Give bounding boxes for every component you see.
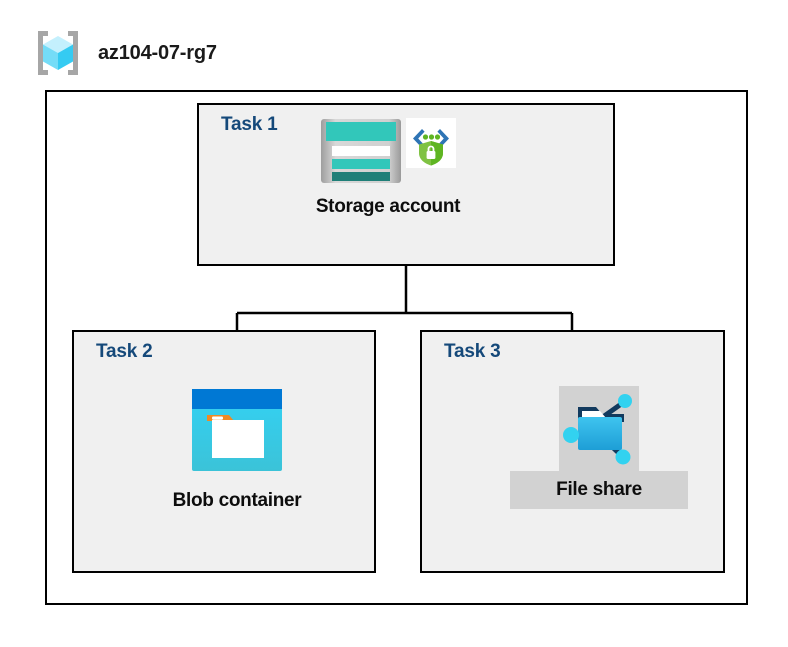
resource-group-cube-icon [38, 31, 78, 75]
task-3-label: Task 3 [444, 341, 501, 362]
storage-account-caption: Storage account [315, 196, 461, 217]
file-share-caption-highlight: File share [510, 471, 688, 509]
storage-account-node[interactable]: Storage account [283, 118, 493, 218]
file-share-node[interactable]: File share [510, 386, 688, 509]
blob-container-node[interactable]: Blob container [146, 388, 328, 512]
file-share-caption: File share [556, 479, 642, 500]
file-share-icon-highlight [559, 386, 639, 471]
task-1-box: Task 1 [197, 103, 615, 266]
storage-account-icon [321, 119, 401, 183]
resource-group-header: az104-07-rg7 [32, 27, 217, 79]
storage-account-icon-row [320, 118, 456, 190]
file-share-folder-icon [563, 393, 632, 464]
blob-container-caption: Blob container [172, 490, 302, 511]
secure-key-shield-icon [406, 118, 456, 168]
task-2-label: Task 2 [96, 341, 153, 362]
task-1-label: Task 1 [221, 114, 278, 135]
blob-container-icon [192, 389, 282, 471]
resource-group-name: az104-07-rg7 [98, 41, 217, 64]
